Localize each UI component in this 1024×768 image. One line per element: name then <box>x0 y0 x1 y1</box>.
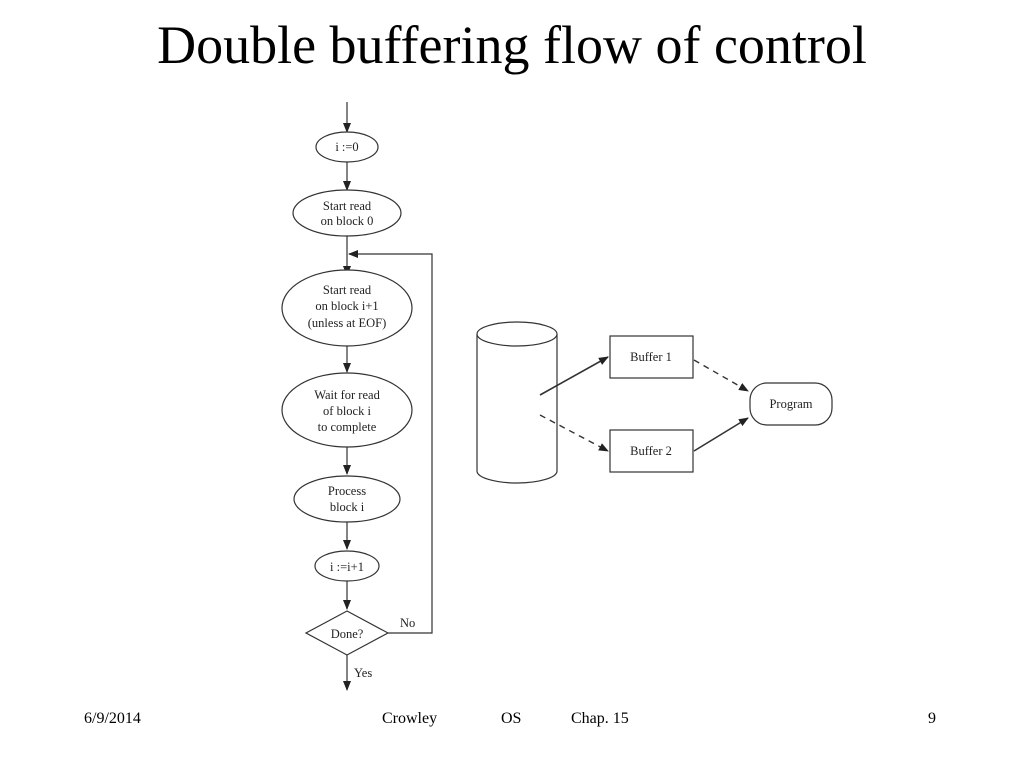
buffer2-box <box>609 429 694 473</box>
process-block-label: block i <box>330 500 365 514</box>
footer-date: 6/9/2014 <box>84 710 141 727</box>
no-loop-arrow <box>348 250 433 634</box>
footer-author: Crowley <box>382 710 438 727</box>
decision-label: Done? <box>331 627 364 641</box>
start-read-next-label: on block i+1 <box>315 299 378 313</box>
buffer2-to-program-arrow <box>693 417 749 452</box>
start-read-block0-label: on block 0 <box>321 214 374 228</box>
disk-to-buffer1-arrow <box>539 356 609 396</box>
program-box <box>749 382 833 426</box>
footer-chapter: Chap. 15 <box>571 710 629 727</box>
yes-label: Yes <box>354 666 372 680</box>
wait-read-label: to complete <box>318 420 377 434</box>
buffer2-label: Buffer 2 <box>630 444 672 458</box>
init-label: i :=0 <box>335 140 358 154</box>
buffer1-box <box>609 335 694 379</box>
increment-label: i :=i+1 <box>330 560 364 574</box>
start-read-block0-label: Start read <box>323 199 372 213</box>
disk-cylinder <box>476 321 558 484</box>
buffer-diagram <box>476 321 833 484</box>
disk-to-buffer2-arrow <box>539 414 609 452</box>
program-label: Program <box>769 397 812 411</box>
buffer1-to-program-arrow <box>693 359 749 392</box>
process-block-node <box>293 475 401 523</box>
wait-read-label: Wait for read <box>314 388 380 402</box>
footer-page-number: 9 <box>928 710 936 727</box>
slide-title: Double buffering flow of control <box>157 15 867 75</box>
start-read-next-label: (unless at EOF) <box>308 316 386 330</box>
flowchart <box>281 102 433 691</box>
flowchart-labels: i :=0 Start read on block 0 Start read o… <box>308 140 386 641</box>
buffer1-label: Buffer 1 <box>630 350 672 364</box>
start-read-next-label: Start read <box>323 283 372 297</box>
no-label: No <box>400 616 415 630</box>
footer-course: OS <box>501 710 522 727</box>
wait-read-label: of block i <box>323 404 371 418</box>
process-block-label: Process <box>328 484 366 498</box>
start-read-block0-node <box>292 189 402 237</box>
